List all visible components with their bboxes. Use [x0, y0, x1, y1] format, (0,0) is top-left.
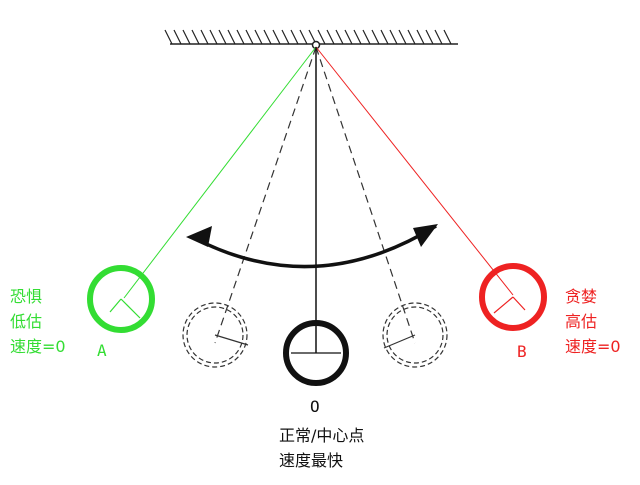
right-label-overestimate: 高估: [565, 312, 598, 331]
string-ghost-right: [315, 46, 416, 344]
right-label-greed: 贪婪: [565, 287, 598, 306]
ceiling-hatch: [218, 29, 227, 45]
ceiling-hatch: [425, 29, 434, 45]
ceiling-hatch: [317, 29, 326, 45]
left-label-fear: 恐惧: [10, 287, 43, 306]
bob-ghost-right: [382, 302, 448, 368]
string-left: [123, 46, 317, 299]
left-label-speed: 速度=0: [10, 337, 66, 356]
ceiling-hatch: [362, 29, 371, 45]
ceiling-hatch: [191, 29, 200, 45]
ceiling-hatch: [254, 29, 263, 45]
ceiling-hatch: [182, 29, 191, 45]
ceiling-hatch: [272, 29, 281, 45]
ceiling-hatch: [344, 29, 353, 45]
ceiling-hatch: [263, 29, 272, 45]
ceiling-hatch: [398, 29, 407, 45]
string-right: [315, 46, 514, 296]
bob-o: [283, 320, 349, 386]
ceiling-hatch: [236, 29, 245, 45]
ceiling-hatch: [434, 29, 443, 45]
bob-a: [87, 265, 155, 333]
ceiling-hatch: [407, 29, 416, 45]
ceiling-hatch: [290, 29, 299, 45]
bob-b: [479, 263, 547, 331]
ceiling-hatch: [389, 29, 398, 45]
ceiling-hatch: [380, 29, 389, 45]
ceiling: [164, 29, 458, 45]
ceiling-hatch: [200, 29, 209, 45]
point-a-label: A: [97, 341, 107, 360]
string-ghost-left: [214, 46, 317, 344]
bob-ghost-left: [182, 302, 249, 368]
ceiling-hatch: [209, 29, 218, 45]
swing-arrow: [186, 224, 438, 269]
ceiling-hatch: [443, 29, 452, 45]
ceiling-hatch: [227, 29, 236, 45]
ceiling-hatch: [164, 29, 173, 45]
ceiling-hatch: [416, 29, 425, 45]
ceiling-hatch: [173, 29, 182, 45]
center-label-normal: 正常/中心点: [279, 426, 365, 445]
point-o-label: O: [310, 397, 320, 416]
ceiling-hatch: [299, 29, 308, 45]
point-b-label: B: [517, 342, 527, 361]
ceiling-hatch: [371, 29, 380, 45]
ceiling-hatch: [245, 29, 254, 45]
ceiling-hatch: [326, 29, 335, 45]
right-label-speed: 速度=0: [565, 337, 621, 356]
ceiling-hatch: [353, 29, 362, 45]
center-label-fastest: 速度最快: [279, 451, 344, 470]
left-label-underestimate: 低估: [10, 312, 43, 331]
ceiling-hatch: [335, 29, 344, 45]
ceiling-hatch: [281, 29, 290, 45]
